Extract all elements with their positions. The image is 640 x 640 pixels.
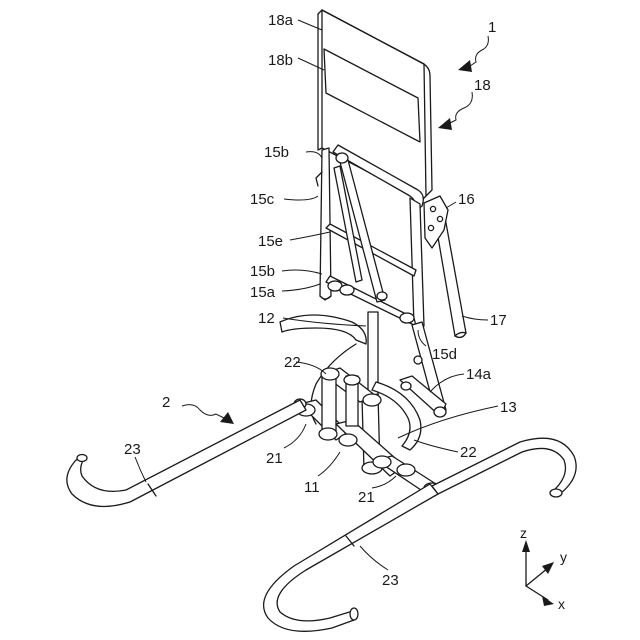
axis-z-label: z bbox=[520, 525, 527, 541]
label-11: 11 bbox=[304, 479, 320, 496]
axis-y-label: y bbox=[560, 549, 567, 565]
label-23-left: 23 bbox=[124, 441, 141, 458]
label-17: 17 bbox=[490, 312, 507, 329]
hooked-foot-23-right bbox=[264, 438, 577, 631]
label-15b-lower: 15b bbox=[250, 263, 275, 280]
axis-triad: z y x bbox=[520, 525, 567, 612]
label-15b-top: 15b bbox=[264, 144, 289, 161]
label-18a: 18a bbox=[268, 12, 294, 29]
label-21-right: 21 bbox=[358, 489, 375, 506]
label-14a: 14a bbox=[466, 366, 492, 383]
label-15c: 15c bbox=[250, 191, 275, 208]
label-23-bottom: 23 bbox=[382, 572, 399, 589]
label-16: 16 bbox=[458, 191, 475, 208]
label-13: 13 bbox=[500, 399, 517, 416]
label-2: 2 bbox=[162, 394, 170, 411]
label-18b: 18b bbox=[268, 52, 293, 69]
label-15d: 15d bbox=[432, 346, 457, 363]
label-18: 18 bbox=[474, 77, 491, 94]
axis-x-label: x bbox=[558, 596, 565, 612]
label-12: 12 bbox=[258, 310, 275, 327]
label-15a: 15a bbox=[250, 284, 276, 301]
label-22-right: 22 bbox=[460, 444, 477, 461]
label-22-top: 22 bbox=[284, 354, 301, 371]
label-15e: 15e bbox=[258, 233, 283, 250]
label-21-left: 21 bbox=[266, 450, 283, 467]
label-1: 1 bbox=[488, 19, 496, 36]
